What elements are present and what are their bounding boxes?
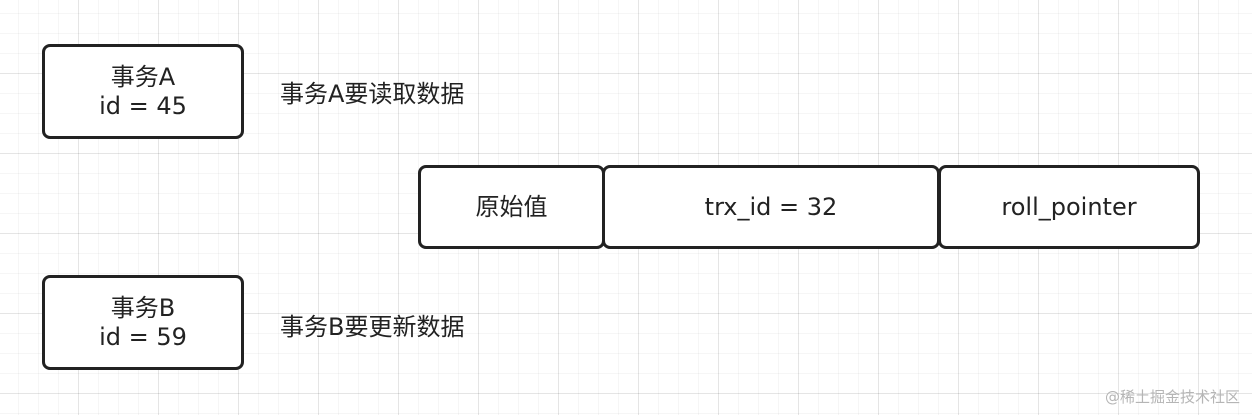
transaction-b-box: 事务B id = 59 — [42, 275, 244, 370]
transaction-b-name: 事务B — [110, 293, 176, 322]
record-value-label: 原始值 — [475, 192, 548, 221]
record-roll-pointer-label: roll_pointer — [1001, 192, 1137, 221]
transaction-a-id: id = 45 — [99, 91, 187, 120]
record-trx-id-box: trx_id = 32 — [602, 165, 940, 249]
transaction-a-caption: 事务A要读取数据 — [280, 80, 465, 108]
transaction-b-caption: 事务B要更新数据 — [280, 313, 465, 341]
record-roll-pointer-box: roll_pointer — [938, 165, 1200, 249]
transaction-b-id: id = 59 — [99, 322, 187, 351]
transaction-a-box: 事务A id = 45 — [42, 44, 244, 139]
watermark: @稀土掘金技术社区 — [1104, 388, 1240, 406]
record-trx-id-label: trx_id = 32 — [704, 192, 838, 221]
record-value-box: 原始值 — [418, 165, 605, 249]
transaction-a-name: 事务A — [110, 62, 176, 91]
